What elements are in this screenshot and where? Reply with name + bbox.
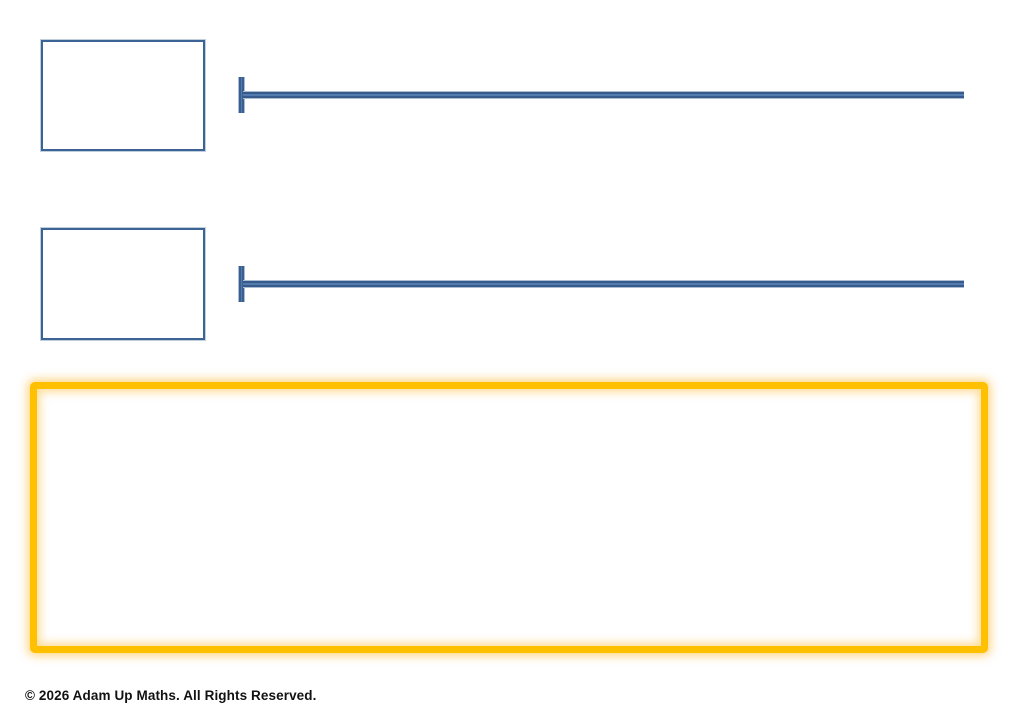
copyright-text: © 2026 Adam Up Maths. All Rights Reserve… <box>25 688 317 703</box>
number-line-start-tick <box>238 266 245 302</box>
number-line-bar <box>243 91 964 99</box>
number-line-bar <box>243 280 964 288</box>
number-line-start-tick <box>238 77 245 113</box>
answer-box-1 <box>41 40 205 151</box>
number-line-1 <box>238 77 965 113</box>
highlight-answer-area <box>30 382 988 653</box>
answer-box-2 <box>41 228 205 340</box>
number-line-2 <box>238 266 965 302</box>
